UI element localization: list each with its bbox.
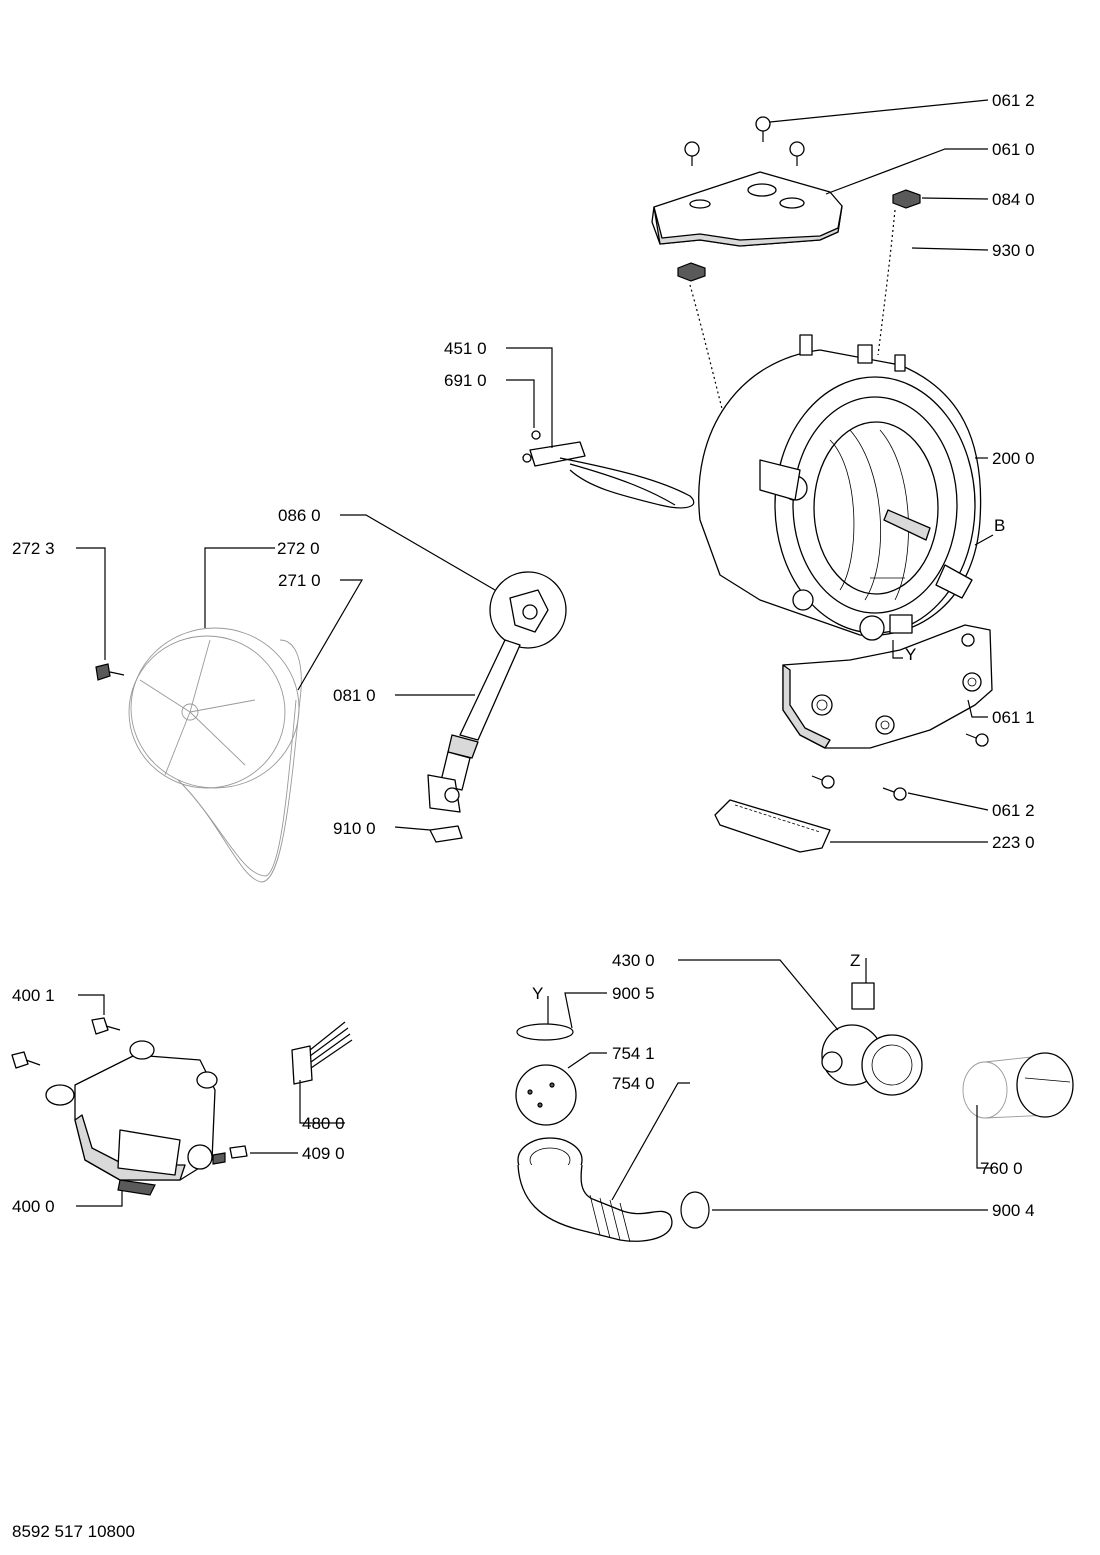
ring-900-5-part <box>516 1023 574 1041</box>
label-754-0: 754 0 <box>612 1074 655 1093</box>
label-086-0: 086 0 <box>278 506 321 525</box>
label-760-0: 760 0 <box>980 1159 1023 1178</box>
pulley-bolt-part <box>95 663 125 681</box>
pump-part <box>821 982 923 1096</box>
label-400-1: 400 1 <box>12 986 55 1005</box>
label-430-0: 430 0 <box>612 951 655 970</box>
hose-nut-part <box>677 189 921 282</box>
drum-paddle-part <box>714 799 831 853</box>
label-451-0: 451 0 <box>444 339 487 358</box>
document-number: 8592 517 10800 <box>12 1522 135 1541</box>
motor-screw-part <box>11 1017 121 1069</box>
ball-754-1-part <box>515 1064 577 1126</box>
label-200-0: 200 0 <box>992 449 1035 468</box>
drive-belt-part <box>177 639 302 883</box>
label-y-drum: Y <box>905 645 916 664</box>
label-061-0: 061 0 <box>992 140 1035 159</box>
shock-absorber-part <box>427 571 567 843</box>
label-900-4: 900 4 <box>992 1201 1035 1220</box>
top-counterweight-part <box>651 171 843 247</box>
label-272-0: 272 0 <box>277 539 320 558</box>
label-061-1: 061 1 <box>992 708 1035 727</box>
label-b: B <box>994 516 1005 535</box>
label-409-0: 409 0 <box>302 1144 345 1163</box>
screw-061-2-lower <box>811 733 989 801</box>
label-691-0: 691 0 <box>444 371 487 390</box>
label-930-0: 930 0 <box>992 241 1035 260</box>
sump-hose-part <box>517 1137 673 1243</box>
label-900-5: 900 5 <box>612 984 655 1003</box>
leader-lines <box>76 99 994 1211</box>
label-272-3: 272 3 <box>12 539 55 558</box>
pulley-part <box>128 627 300 789</box>
label-y-sump: Y <box>532 984 543 1003</box>
label-271-0: 271 0 <box>278 571 321 590</box>
label-081-0: 081 0 <box>333 686 376 705</box>
label-910-0: 910 0 <box>333 819 376 838</box>
connector-480-part <box>291 1021 353 1085</box>
label-z: Z <box>850 951 860 970</box>
drum-tub-part <box>698 334 982 641</box>
label-084-0: 084 0 <box>992 190 1035 209</box>
label-754-1: 754 1 <box>612 1044 655 1063</box>
filter-760-part <box>962 1052 1074 1119</box>
clamp-900-4-part <box>680 1191 710 1229</box>
label-061-2-top: 061 2 <box>992 91 1035 110</box>
screw-061-2-top <box>684 116 805 166</box>
brush-409-part <box>229 1145 248 1159</box>
motor-part <box>45 1040 226 1196</box>
label-480-0: 480 0 <box>302 1114 345 1133</box>
label-061-2-lower: 061 2 <box>992 801 1035 820</box>
heating-element-part <box>522 430 695 509</box>
bottom-counterweight-part <box>782 624 993 749</box>
label-400-0: 400 0 <box>12 1197 55 1216</box>
label-223-0: 223 0 <box>992 833 1035 852</box>
